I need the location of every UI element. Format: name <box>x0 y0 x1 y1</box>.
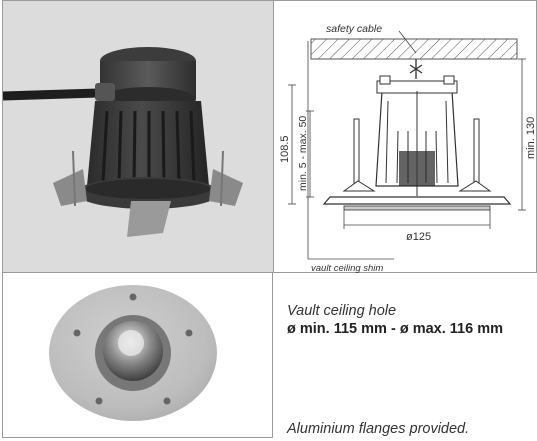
hole-dimensions: ø min. 115 mm - ø max. 116 mm <box>287 321 503 337</box>
product-photo <box>2 0 273 273</box>
label-diameter: ø125 <box>406 231 431 243</box>
label-shim: vault ceiling shim <box>311 263 383 274</box>
flanges-note: Aluminium flanges provided. <box>287 421 470 437</box>
safety-cable-line <box>409 59 423 79</box>
front-clip <box>127 201 171 237</box>
right-clip <box>209 169 243 206</box>
hole-title: Vault ceiling hole <box>287 303 397 319</box>
drawing-flange <box>322 196 512 205</box>
cable-gland <box>95 83 115 101</box>
ceiling-hatch <box>310 38 518 60</box>
luminaire-photo-illustration <box>3 47 243 237</box>
dimension-drawing: safety cable 108.5 min. 5 - max. 50 min.… <box>279 23 537 274</box>
label-safety-cable: safety cable <box>326 23 382 35</box>
flange-illustration <box>49 285 217 421</box>
technical-drawing: safety cable 108.5 min. 5 - max. 50 min.… <box>273 0 537 274</box>
label-height: 108.5 <box>279 135 291 163</box>
label-min-depth: min. 130 <box>525 117 537 159</box>
label-range: min. 5 - max. 50 <box>297 116 309 191</box>
left-clip <box>53 169 87 206</box>
flange-photo <box>2 273 273 438</box>
